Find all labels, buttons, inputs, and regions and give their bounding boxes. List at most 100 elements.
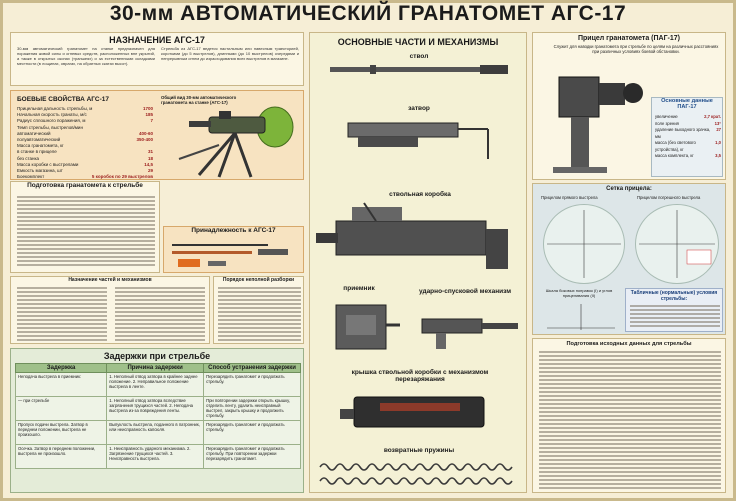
sight-data-row: удаление выходного зрачка, мм 27 xyxy=(655,127,721,140)
combat-stat-row: Темп стрельбы, выстрелов/мин xyxy=(17,125,153,131)
combat-stat-label: Боекомплект xyxy=(17,174,45,180)
sight-data-label: масса (без светового устройства), кг xyxy=(655,140,696,152)
disassembly-title: Порядок неполной разборки xyxy=(222,277,295,283)
combat-stat-row: Масса гранатомета, кг xyxy=(17,143,153,149)
feeder-label: приемник xyxy=(343,285,375,292)
reticle-title: Сетка прицела: xyxy=(606,186,652,192)
bolt-label: затвор xyxy=(408,105,430,112)
table-conditions-text xyxy=(630,305,720,329)
delays-table-row: Осечка. Затвор в переднем положении, выс… xyxy=(14,444,301,469)
combat-stat-label: Масса гранатомета, кг xyxy=(17,143,64,149)
sight-data-value: 13° xyxy=(714,120,721,126)
combat-stat-value: 7 xyxy=(150,118,153,124)
combat-stat-label: Начальная скорость гранаты, м/с xyxy=(17,112,87,118)
general-view-title: Общий вид 30-мм автоматического гранатом… xyxy=(161,95,237,105)
gun-on-tripod-image xyxy=(178,106,294,178)
sight-data-label: поле зрения xyxy=(655,120,679,126)
fire-prep-title: Подготовка исходных данных для стрельбы xyxy=(566,341,692,347)
sight-desc: Служит для наводки гранатомета при стрел… xyxy=(553,44,719,54)
springs-label: возвратные пружины xyxy=(383,447,455,454)
combat-stat-value: 1700 xyxy=(142,106,153,111)
prep-title: Подготовка гранатомета к стрельбе xyxy=(27,182,143,189)
accessory-title: Принадлежность к АГС-17 xyxy=(191,227,276,234)
combat-stat-label: в станке в прицеле xyxy=(17,149,57,155)
cover-image xyxy=(340,396,485,428)
fire-prep-panel: Подготовка исходных данных для стрельбы xyxy=(532,338,726,493)
cover-label: крышка ствольной коробки с механизмом пе… xyxy=(351,369,489,383)
combat-stat-label: Емкость магазина, шт xyxy=(17,168,63,174)
parts-text-1 xyxy=(17,287,107,343)
combat-stat-label: Масса коробки с выстрелами xyxy=(17,161,79,167)
parts-mechanisms-panel: ОСНОВНЫЕ ЧАСТИ И МЕХАНИЗМЫ ствол затвор … xyxy=(309,32,527,493)
combat-title: БОЕВЫЕ СВОЙСТВА АГС-17 xyxy=(17,96,109,103)
delays-cell-delay: — при стрельбе xyxy=(14,396,108,421)
springs-image xyxy=(319,463,513,485)
sight-data-row: поле зрения 13° xyxy=(655,121,721,128)
sight-data-label: увеличение xyxy=(655,114,678,119)
scale-caption: Шкала боковых поправок (I) и углов прице… xyxy=(545,288,613,298)
delays-cell-fix: При повторении задержки открыть крышку, … xyxy=(203,396,301,421)
delays-table: Задержка Причина задержки Способ устране… xyxy=(14,363,301,469)
sight-data-value: 1,0 xyxy=(715,140,721,145)
delays-cell-cause: Выпуклость выстрела, поданного в патронн… xyxy=(106,420,205,445)
sight-data-label: удаление выходного зрачка, мм xyxy=(655,127,711,139)
table-conditions-title: Табличные (нормальные) условия стрельбы: xyxy=(630,290,718,302)
combat-stat-label: полуавтоматический xyxy=(17,137,61,143)
accessory-panel: Принадлежность к АГС-17 xyxy=(163,226,304,273)
prep-panel: Подготовка гранатомета к стрельбе xyxy=(10,181,160,273)
receiver-label: ствольная коробка xyxy=(389,191,451,198)
disassembly-text xyxy=(218,287,301,343)
delays-title: Задержки при стрельбе xyxy=(103,351,211,361)
fire-prep-text xyxy=(539,351,721,491)
bolt-image xyxy=(347,122,489,159)
barrel-image xyxy=(330,65,508,74)
sight-data-list: увеличение 2,7 крат. поле зрения 13°удалени… xyxy=(655,114,721,160)
combat-stat-row: Прицельная дальность стрельбы, м 1700 xyxy=(17,106,153,112)
sight-data-value: 27 xyxy=(716,127,721,132)
sight-data-value: 3,5 xyxy=(715,153,721,158)
sight-data-label: масса комплекта, кг xyxy=(655,153,694,158)
trigger-label: ударно-спусковой механизм xyxy=(418,288,512,295)
sight-panel: Прицел гранатомета (ПАГ-17) Служит для н… xyxy=(532,32,726,180)
sight-data-row: увеличение 2,7 крат. xyxy=(655,114,721,121)
parts-title: Назначение частей и механизмов xyxy=(68,277,152,283)
delays-cell-fix: Перезарядить гранатомет и продолжать стр… xyxy=(203,372,301,397)
combat-stat-value: 350-400 xyxy=(136,137,153,143)
delays-panel: Задержки при стрельбе Задержка Причина з… xyxy=(10,348,304,493)
delays-table-row: Неподача выстрела в приемник:1. Неполный… xyxy=(14,372,301,397)
sight-image xyxy=(553,76,643,173)
combat-stat-label: Прицельная дальность стрельбы, м xyxy=(17,106,93,111)
delays-table-row: Пропуск подачи выстрела. Затвор в передн… xyxy=(14,420,301,445)
reticle-right-label: Прицелом погрешного выстрела xyxy=(637,195,701,200)
feeder-image xyxy=(335,304,400,350)
sight-data-title: Основные данные ПАГ-17 xyxy=(661,98,713,110)
sight-data-value: 2,7 крат. xyxy=(704,114,721,119)
purpose-title: НАЗНАЧЕНИЕ АГС-17 xyxy=(109,35,205,45)
combat-stat-value: 29 xyxy=(147,168,153,174)
combat-stat-value: 14,5 xyxy=(144,161,153,167)
delays-col-delay: Задержка xyxy=(14,363,108,373)
barrel-label: ствол xyxy=(409,53,429,60)
delays-cell-delay: Осечка. Затвор в переднем положении, выс… xyxy=(14,444,108,469)
delays-cell-delay: Неподача выстрела в приемник: xyxy=(14,372,108,397)
reticle-marks xyxy=(547,210,715,278)
combat-stat-row: Масса коробки с выстрелами 14,5 xyxy=(17,162,153,168)
sight-data-row: масса комплекта, кг 3,5 xyxy=(655,153,721,160)
purpose-text-2: Стрельба из АГС-17 ведется настильным ил… xyxy=(161,46,299,61)
sight-title: Прицел гранатомета (ПАГ-17) xyxy=(577,35,680,42)
reticle-panel: Сетка прицела: Прицелом прямого выстрела… xyxy=(532,183,726,335)
prep-text xyxy=(17,196,155,268)
sight-data-row: масса (без светового устройства), кг 1,0 xyxy=(655,140,721,153)
delays-cell-fix: Перезарядить гранатомет и продолжать стр… xyxy=(203,420,301,445)
delays-cell-cause: 1. Неполный отвод затвора в крайнее задн… xyxy=(106,372,205,397)
angle-scale-image xyxy=(547,304,615,330)
purpose-panel: НАЗНАЧЕНИЕ АГС-17 30-мм автоматический г… xyxy=(10,32,304,86)
disassembly-panel: Порядок неполной разборки xyxy=(213,276,304,344)
combat-stat-label: Темп стрельбы, выстрелов/мин xyxy=(17,124,83,130)
